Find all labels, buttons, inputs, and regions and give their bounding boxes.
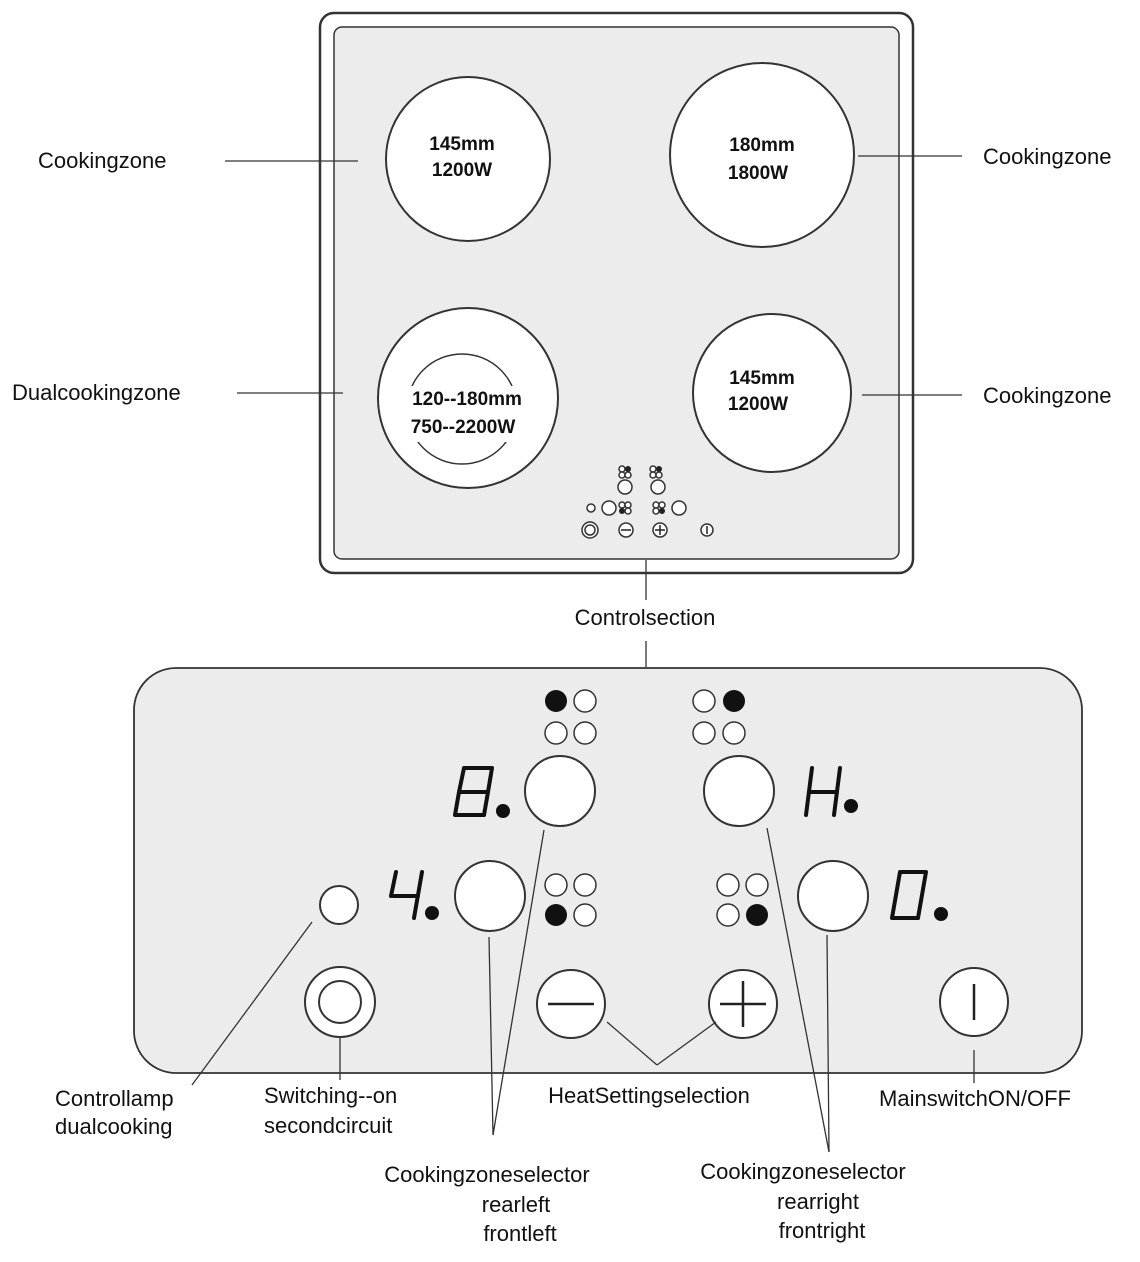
label-selector-left-line3: frontleft: [483, 1221, 556, 1246]
label-control-section: Controlsection: [575, 605, 716, 630]
zone-size: 145mm: [729, 368, 795, 389]
second-circuit-button[interactable]: [304, 966, 376, 1038]
double-ring-icon: [318, 980, 362, 1024]
zone-power: 1200W: [432, 160, 492, 181]
label-selector-left-line1: Cookingzoneselector: [384, 1162, 589, 1187]
cooking-zone-rear-right: 180mm 1800W: [669, 62, 855, 248]
zone-position-dots-icon: [649, 465, 663, 479]
control-lamp-dual-cooking: [319, 885, 359, 925]
zone-position-dots-icon: [544, 689, 597, 745]
zone-position-dots-icon: [618, 501, 632, 515]
dual-cooking-zone-front-left: 120--180mm 750--2200W: [377, 307, 559, 489]
label-selector-right-line1: Cookingzoneselector: [700, 1159, 905, 1184]
zone-size: 180mm: [729, 135, 795, 156]
label-selector-right-line3: frontright: [779, 1218, 866, 1243]
label-main-switch: MainswitchON/OFF: [879, 1086, 1071, 1111]
hob-control-section-mini: [581, 465, 714, 539]
selector-rear-right-button[interactable]: [703, 755, 775, 827]
display-front-right: [890, 870, 948, 921]
main-switch-button[interactable]: [939, 967, 1009, 1037]
label-heat-setting-selection: HeatSettingselection: [548, 1083, 750, 1108]
label-switching-on-line1: Switching--on: [264, 1083, 397, 1108]
label-cooking-zone-front-right: Cookingzone: [983, 383, 1111, 408]
label-selector-left-line2: rearleft: [482, 1192, 550, 1217]
zone-position-dots-icon: [544, 873, 597, 927]
minus-button[interactable]: [536, 969, 606, 1039]
label-control-lamp-line2: dualcooking: [55, 1114, 172, 1139]
power-icon: [700, 523, 714, 537]
zone-size: 145mm: [429, 134, 495, 155]
zone-position-dots-icon: [652, 501, 666, 515]
label-selector-right-line2: rearright: [777, 1189, 859, 1214]
label-control-lamp-line1: Controllamp: [55, 1086, 174, 1111]
cooking-zone-front-right: 145mm 1200W: [692, 313, 852, 473]
zone-power: 750--2200W: [411, 417, 516, 438]
selector-rear-left-button[interactable]: [524, 755, 596, 827]
display-front-left: [389, 870, 439, 920]
display-rear-left: [453, 766, 510, 818]
plus-button[interactable]: [708, 969, 778, 1039]
label-cooking-zone-rear-right: Cookingzone: [983, 144, 1111, 169]
selector-front-left-button[interactable]: [454, 860, 526, 932]
selector-front-right-button[interactable]: [797, 860, 869, 932]
plus-icon: [720, 981, 766, 1027]
plus-icon: [652, 522, 668, 538]
zone-size: 120--180mm: [412, 389, 522, 410]
zone-position-dots-icon: [618, 465, 632, 479]
zone-power: 1800W: [728, 163, 788, 184]
label-cooking-zone-rear-left: Cookingzone: [38, 148, 166, 173]
double-ring-icon: [581, 521, 599, 539]
control-panel: [133, 667, 1083, 1074]
zone-position-dots-icon: [692, 689, 746, 745]
cooking-zone-rear-left: 145mm 1200W: [385, 76, 551, 242]
display-rear-right: [804, 766, 858, 817]
label-dual-cooking-zone: Dualcookingzone: [12, 380, 181, 405]
zone-power: 1200W: [728, 394, 788, 415]
minus-icon: [618, 522, 634, 538]
zone-position-dots-icon: [716, 873, 769, 927]
label-switching-on-line2: secondcircuit: [264, 1113, 392, 1138]
